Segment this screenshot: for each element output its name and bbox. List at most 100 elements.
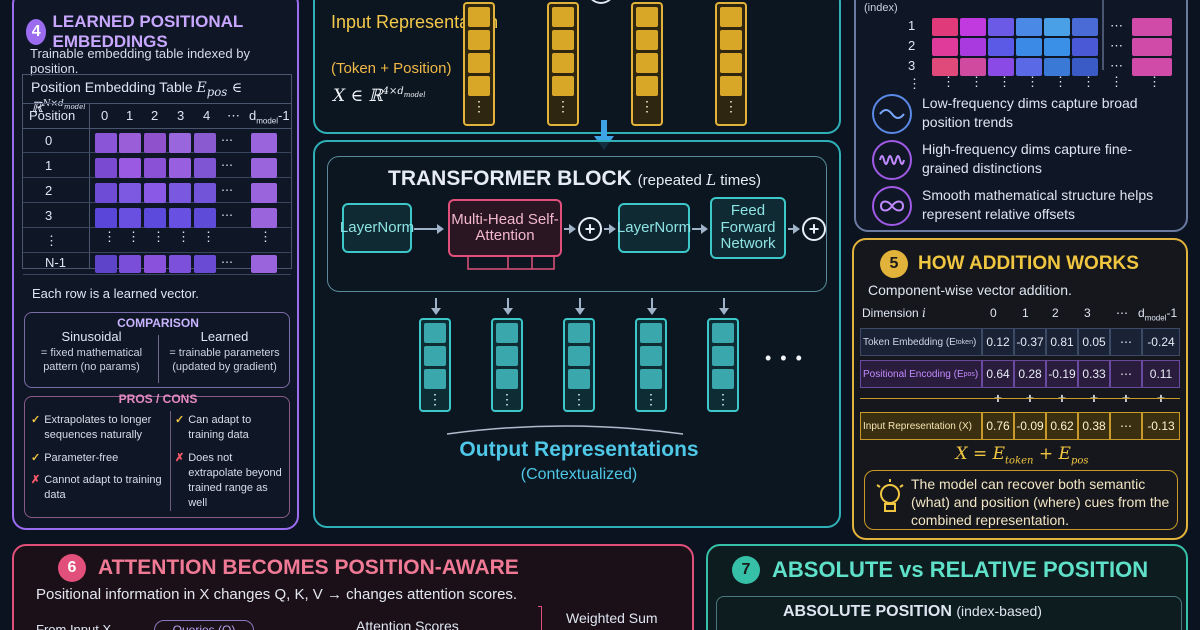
output-arrow bbox=[431, 298, 441, 315]
transformer-block: TRANSFORMER BLOCK (repeated L times) Lay… bbox=[327, 156, 827, 292]
embedding-cell bbox=[144, 255, 166, 273]
output-vector-segment bbox=[712, 369, 734, 389]
addition-cell: ⋯ bbox=[1110, 360, 1142, 388]
transformer-title-text: TRANSFORMER BLOCK bbox=[388, 167, 632, 190]
sin-cell bbox=[932, 18, 958, 36]
pros-cons-item: ✗Cannot adapt to training data bbox=[31, 473, 167, 503]
dimension-header: 2 bbox=[1052, 306, 1059, 320]
output-vector: ⋮ bbox=[491, 318, 523, 412]
transformer-outer-panel: TRANSFORMER BLOCK (repeated L times) Lay… bbox=[313, 140, 841, 528]
embedding-cell-vdots: ⋮ bbox=[103, 229, 116, 244]
input-formula: X ∈ ℝ4×dmodel bbox=[333, 86, 426, 106]
sin-cell-vdots: ⋮ bbox=[998, 74, 1011, 89]
formula-part1: X = E bbox=[955, 444, 1006, 464]
output-vector-dots: ⋮ bbox=[500, 391, 514, 407]
dimension-header: 0 bbox=[990, 306, 997, 320]
pros-cons-text: Parameter-free bbox=[44, 452, 119, 464]
panel5-subtitle: Component-wise vector addition. bbox=[868, 282, 1072, 298]
addition-formula: X = Etoken + Epos bbox=[854, 444, 1190, 466]
input-vector-dots: ⋮ bbox=[724, 98, 738, 114]
embedding-cell bbox=[144, 208, 166, 228]
embedding-cell bbox=[95, 158, 117, 178]
transformer-repeat-text: (repeated bbox=[637, 172, 702, 189]
embedding-cell-ellipsis: ⋯ bbox=[221, 208, 233, 222]
infinity-icon bbox=[872, 186, 912, 226]
input-vector-segment bbox=[720, 30, 742, 50]
row-label: 1 bbox=[45, 158, 53, 173]
dimension-header-last-d: d bbox=[1138, 306, 1145, 320]
row-label: 0 bbox=[45, 133, 53, 148]
addition-cell: 0.81 bbox=[1046, 328, 1078, 356]
sin-cell bbox=[960, 58, 986, 76]
sin-note-text: High-frequency dims capture fine-grained… bbox=[922, 141, 1133, 176]
high-frequency-wave-icon bbox=[872, 140, 912, 180]
output-vector-segment bbox=[424, 369, 446, 389]
panel4-header: 4 LEARNED POSITIONAL EMBEDDINGS bbox=[26, 12, 297, 52]
input-vector-dots: ⋮ bbox=[472, 98, 486, 114]
embedding-cell-ellipsis: ⋯ bbox=[221, 158, 233, 172]
formula-sub1: token bbox=[1005, 455, 1034, 467]
output-vector-segment bbox=[712, 346, 734, 366]
table-formula: Epos ∈ ℝN×dmodel bbox=[31, 80, 242, 116]
comparison-right-head: Learned bbox=[200, 329, 249, 344]
sin-cell bbox=[932, 58, 958, 76]
addition-row-label-sub: pos bbox=[963, 370, 975, 378]
transformer-repeat-var: L bbox=[706, 171, 717, 189]
embedding-cell bbox=[144, 133, 166, 153]
row-label: 3 bbox=[45, 208, 53, 223]
row-label: 2 bbox=[45, 183, 53, 198]
embedding-cell bbox=[169, 208, 191, 228]
addition-row-label-end: ) bbox=[974, 368, 979, 380]
formula-mid: + E bbox=[1038, 444, 1071, 464]
col-header: 2 bbox=[151, 108, 159, 123]
position-embedding-table: Position Embedding Table Epos ∈ ℝN×dmode… bbox=[22, 74, 292, 275]
embedding-cell bbox=[194, 183, 216, 203]
sin-cell bbox=[1132, 38, 1172, 56]
panel4-number: 4 bbox=[26, 19, 47, 45]
input-vector-segment bbox=[552, 76, 574, 96]
position-header: Position bbox=[29, 108, 76, 123]
sin-cell bbox=[1072, 38, 1098, 56]
embedding-cell bbox=[119, 158, 141, 178]
panel7-number: 7 bbox=[732, 556, 760, 584]
row-label: N-1 bbox=[45, 255, 66, 270]
addition-cell: -0.37 bbox=[1014, 328, 1046, 356]
addition-cell: -0.09 bbox=[1014, 412, 1046, 440]
layernorm-block-2: LayerNorm bbox=[617, 203, 691, 253]
table-title-text: Position Embedding Table bbox=[31, 79, 193, 95]
dimension-header: 3 bbox=[1084, 306, 1091, 320]
embedding-cell bbox=[194, 158, 216, 178]
from-input-label: From Input X bbox=[36, 622, 112, 630]
input-vector-segment bbox=[636, 53, 658, 73]
output-ellipsis: • • • bbox=[765, 348, 804, 368]
sin-row-label: 2 bbox=[908, 38, 916, 53]
output-vector-segment bbox=[640, 346, 662, 366]
panel5-title: HOW ADDITION WORKS bbox=[918, 253, 1139, 274]
embedding-cell bbox=[169, 133, 191, 153]
input-vector-segment bbox=[636, 7, 658, 27]
output-brace bbox=[446, 425, 684, 435]
formula-sub2: pos bbox=[1070, 455, 1089, 467]
sin-cell-vdots: ⋮ bbox=[1054, 74, 1067, 89]
output-sub: (Contextualized) bbox=[520, 466, 638, 483]
arrow-ffn-to-plus bbox=[788, 224, 800, 234]
embedding-cell bbox=[169, 255, 191, 273]
input-vector-segment bbox=[468, 53, 490, 73]
dimension-label-text: Dimension bbox=[862, 306, 919, 320]
dimension-header: 1 bbox=[1022, 306, 1029, 320]
sin-cell bbox=[932, 38, 958, 56]
panel6-header: 6 ATTENTION BECOMES POSITION-AWARE bbox=[58, 554, 519, 582]
addition-cell: 0.64 bbox=[982, 360, 1014, 388]
embedding-cell bbox=[119, 133, 141, 153]
panel6-subtitle: Positional information in X changes Q, K… bbox=[36, 586, 518, 603]
index-label: (index) bbox=[864, 2, 898, 14]
addition-cell: -0.13 bbox=[1142, 412, 1180, 440]
embedding-cell bbox=[194, 208, 216, 228]
addition-row-label: Input Representation (X) bbox=[860, 412, 982, 440]
addition-cell: -0.19 bbox=[1046, 360, 1078, 388]
sin-cell bbox=[1072, 58, 1098, 76]
comparison-title: COMPARISON bbox=[117, 316, 199, 330]
addition-cell: 0.76 bbox=[982, 412, 1014, 440]
pros-cons-text: Does not extrapolate beyond trained rang… bbox=[188, 452, 282, 509]
